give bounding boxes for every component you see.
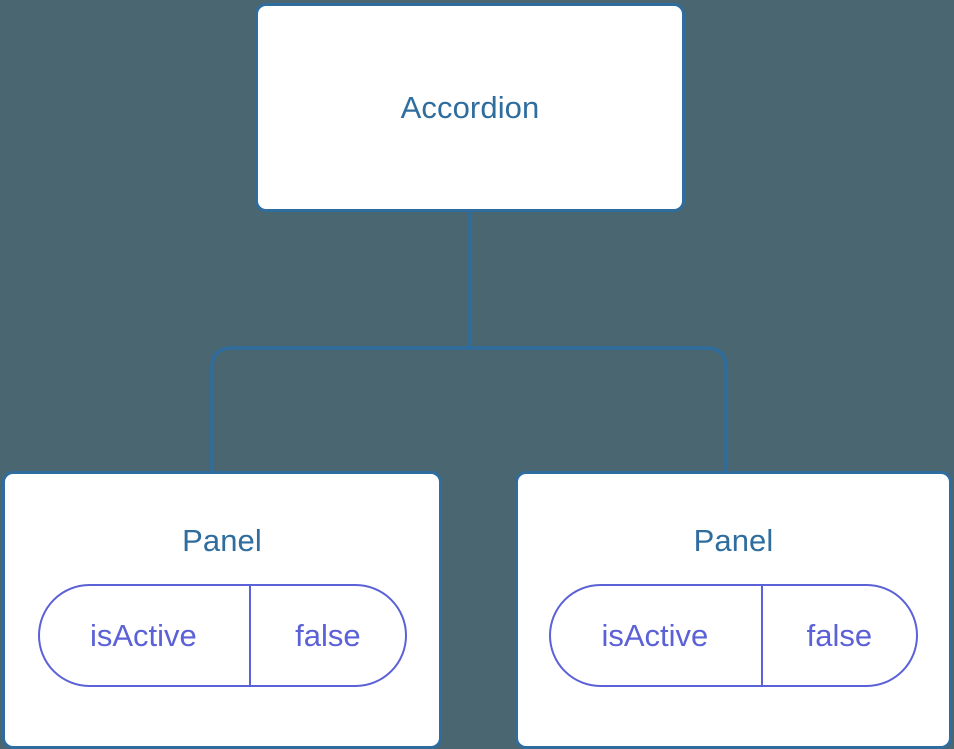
diagram-canvas: Accordion Panel isActive false Panel isA…: [2, 3, 952, 749]
state-pill-panel-2[interactable]: isActive false: [549, 584, 918, 687]
state-pill-panel-1[interactable]: isActive false: [37, 584, 407, 687]
state-key-isactive: isActive: [40, 586, 252, 685]
connector-branch-left: [210, 346, 470, 474]
state-value-isactive: false: [806, 618, 873, 653]
state-value-isactive: false: [295, 618, 361, 653]
node-panel-1-title: Panel: [182, 523, 262, 558]
node-panel-2[interactable]: Panel isActive false: [515, 471, 952, 749]
node-accordion[interactable]: Accordion: [255, 3, 685, 212]
connector-branch-right: [470, 346, 728, 474]
node-panel-2-title: Panel: [693, 523, 774, 558]
state-key-isactive: isActive: [551, 586, 763, 685]
node-panel-1[interactable]: Panel isActive false: [2, 471, 442, 749]
node-accordion-title: Accordion: [400, 90, 540, 125]
